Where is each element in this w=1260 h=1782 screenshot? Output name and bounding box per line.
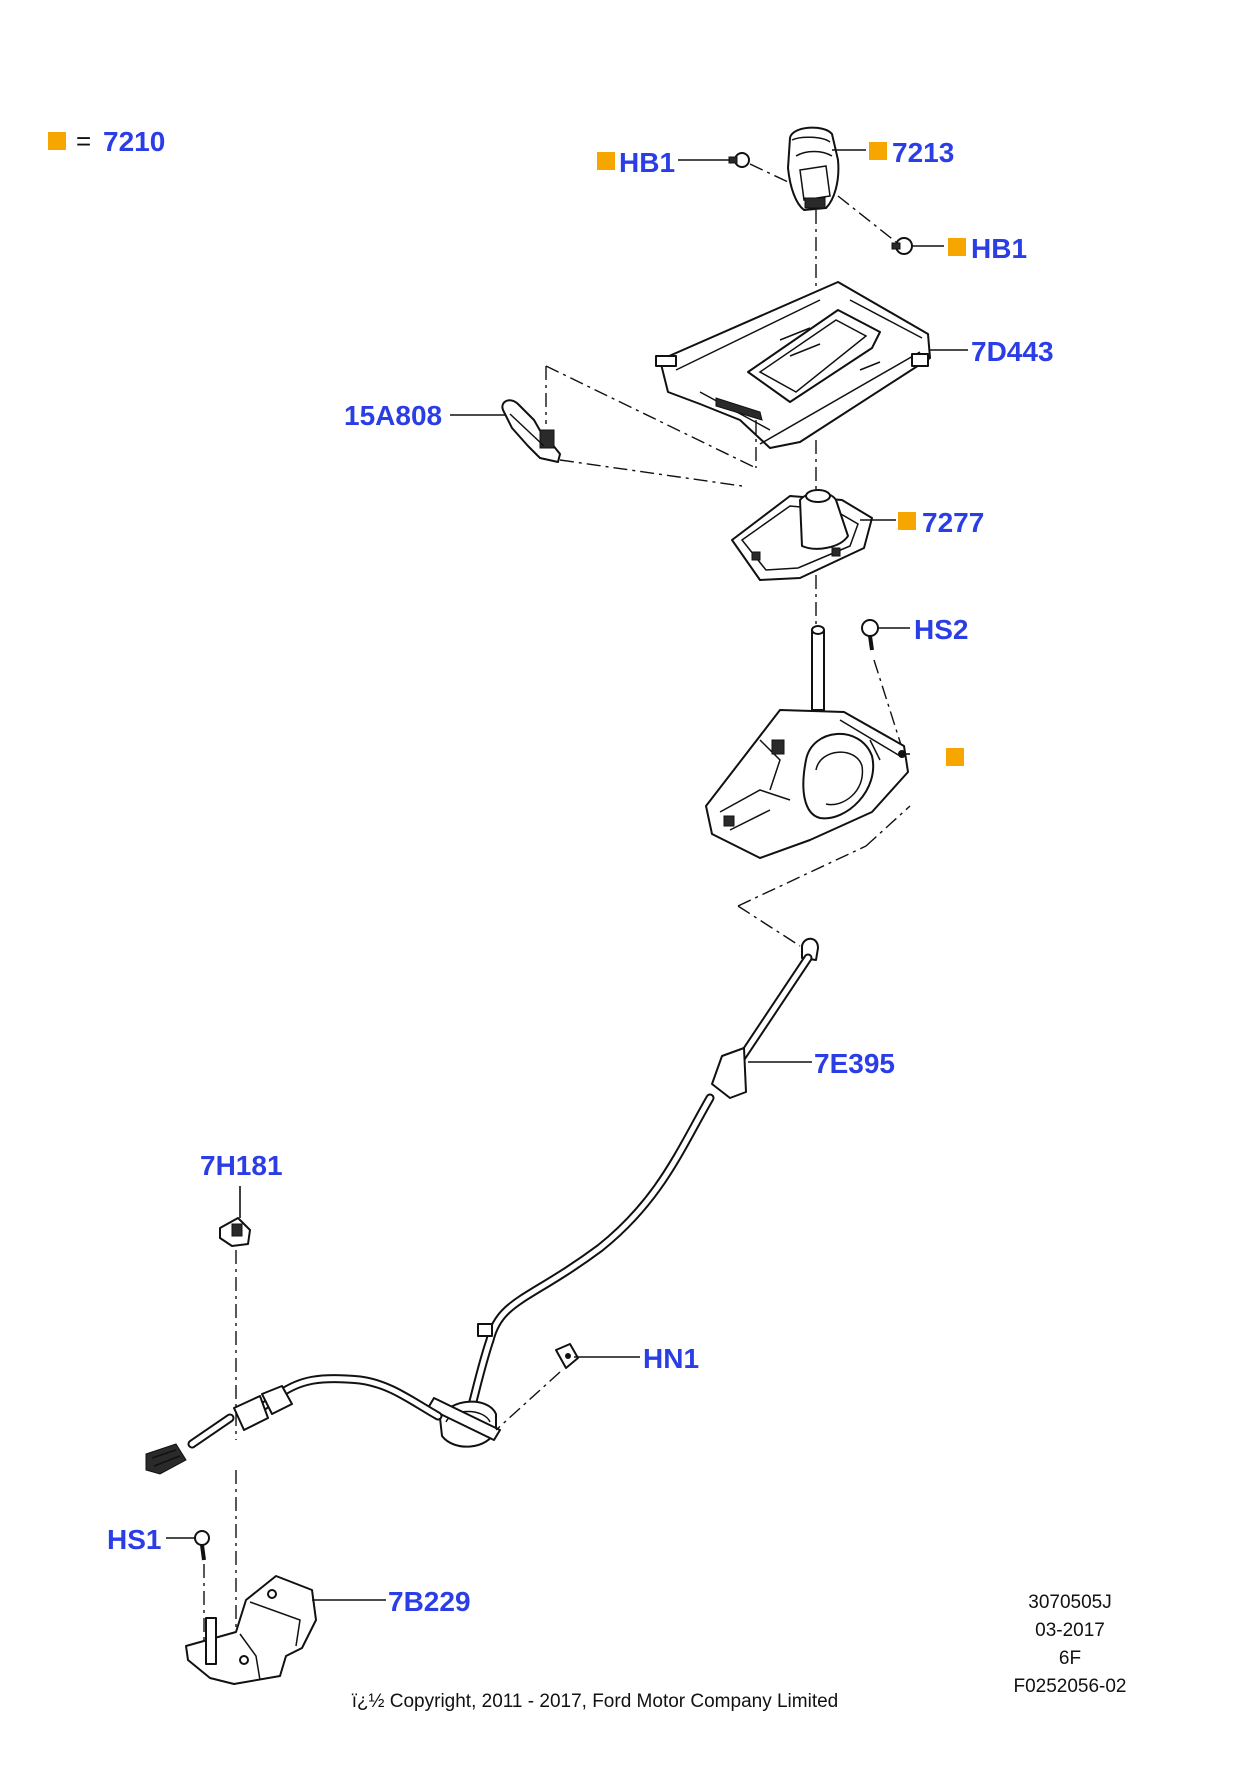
doc-ref: 3070505J xyxy=(1028,1592,1111,1613)
callout-hs2: HS2 xyxy=(914,614,968,645)
callout-7277: 7277 xyxy=(922,507,984,538)
bolt-hb1-right xyxy=(891,237,913,255)
shift-lever-assembly xyxy=(705,625,909,859)
callout-hb1-upper: HB1 xyxy=(619,147,675,178)
screw-hs2 xyxy=(861,619,879,651)
callout-7h181: 7H181 xyxy=(200,1150,283,1181)
doc-variant: 6F xyxy=(1059,1648,1081,1669)
console-bezel xyxy=(655,281,931,449)
copyright-notice: ï¿½ Copyright, 2011 - 2017, Ford Motor C… xyxy=(352,1691,839,1712)
callout-7e395: 7E395 xyxy=(814,1048,895,1079)
callout-hn1: HN1 xyxy=(643,1343,699,1374)
shift-knob xyxy=(787,126,840,211)
callout-hs1: HS1 xyxy=(107,1524,161,1555)
legend-square-marker-icon xyxy=(48,132,66,150)
cable-clip xyxy=(219,1217,251,1247)
marker-7277-square-marker-icon xyxy=(898,512,916,530)
nut-hn1 xyxy=(555,1343,579,1369)
callout-hb1-right: HB1 xyxy=(971,233,1027,264)
screw-hs1 xyxy=(194,1530,210,1561)
harness-connector xyxy=(501,399,561,463)
doc-date: 03-2017 xyxy=(1035,1620,1105,1641)
shift-cable xyxy=(145,937,819,1475)
bolt-hb1-upper xyxy=(728,152,750,168)
callout-15a808: 15A808 xyxy=(344,400,442,431)
callout-7213: 7213 xyxy=(892,137,954,168)
legend-part-number: 7210 xyxy=(103,126,165,157)
shift-boot xyxy=(731,489,873,581)
marker-7213-square-marker-icon xyxy=(869,142,887,160)
callout-7d443: 7D443 xyxy=(971,336,1054,367)
callout-7b229: 7B229 xyxy=(388,1586,471,1617)
legend-equals: = xyxy=(76,126,91,156)
marker-hb1-right-square-marker-icon xyxy=(948,238,966,256)
marker-lever-square-marker-icon xyxy=(946,748,964,766)
marker-hb1-upper-square-marker-icon xyxy=(597,152,615,170)
doc-figure: F0252056-02 xyxy=(1013,1676,1126,1697)
mounting-bracket xyxy=(185,1575,317,1685)
